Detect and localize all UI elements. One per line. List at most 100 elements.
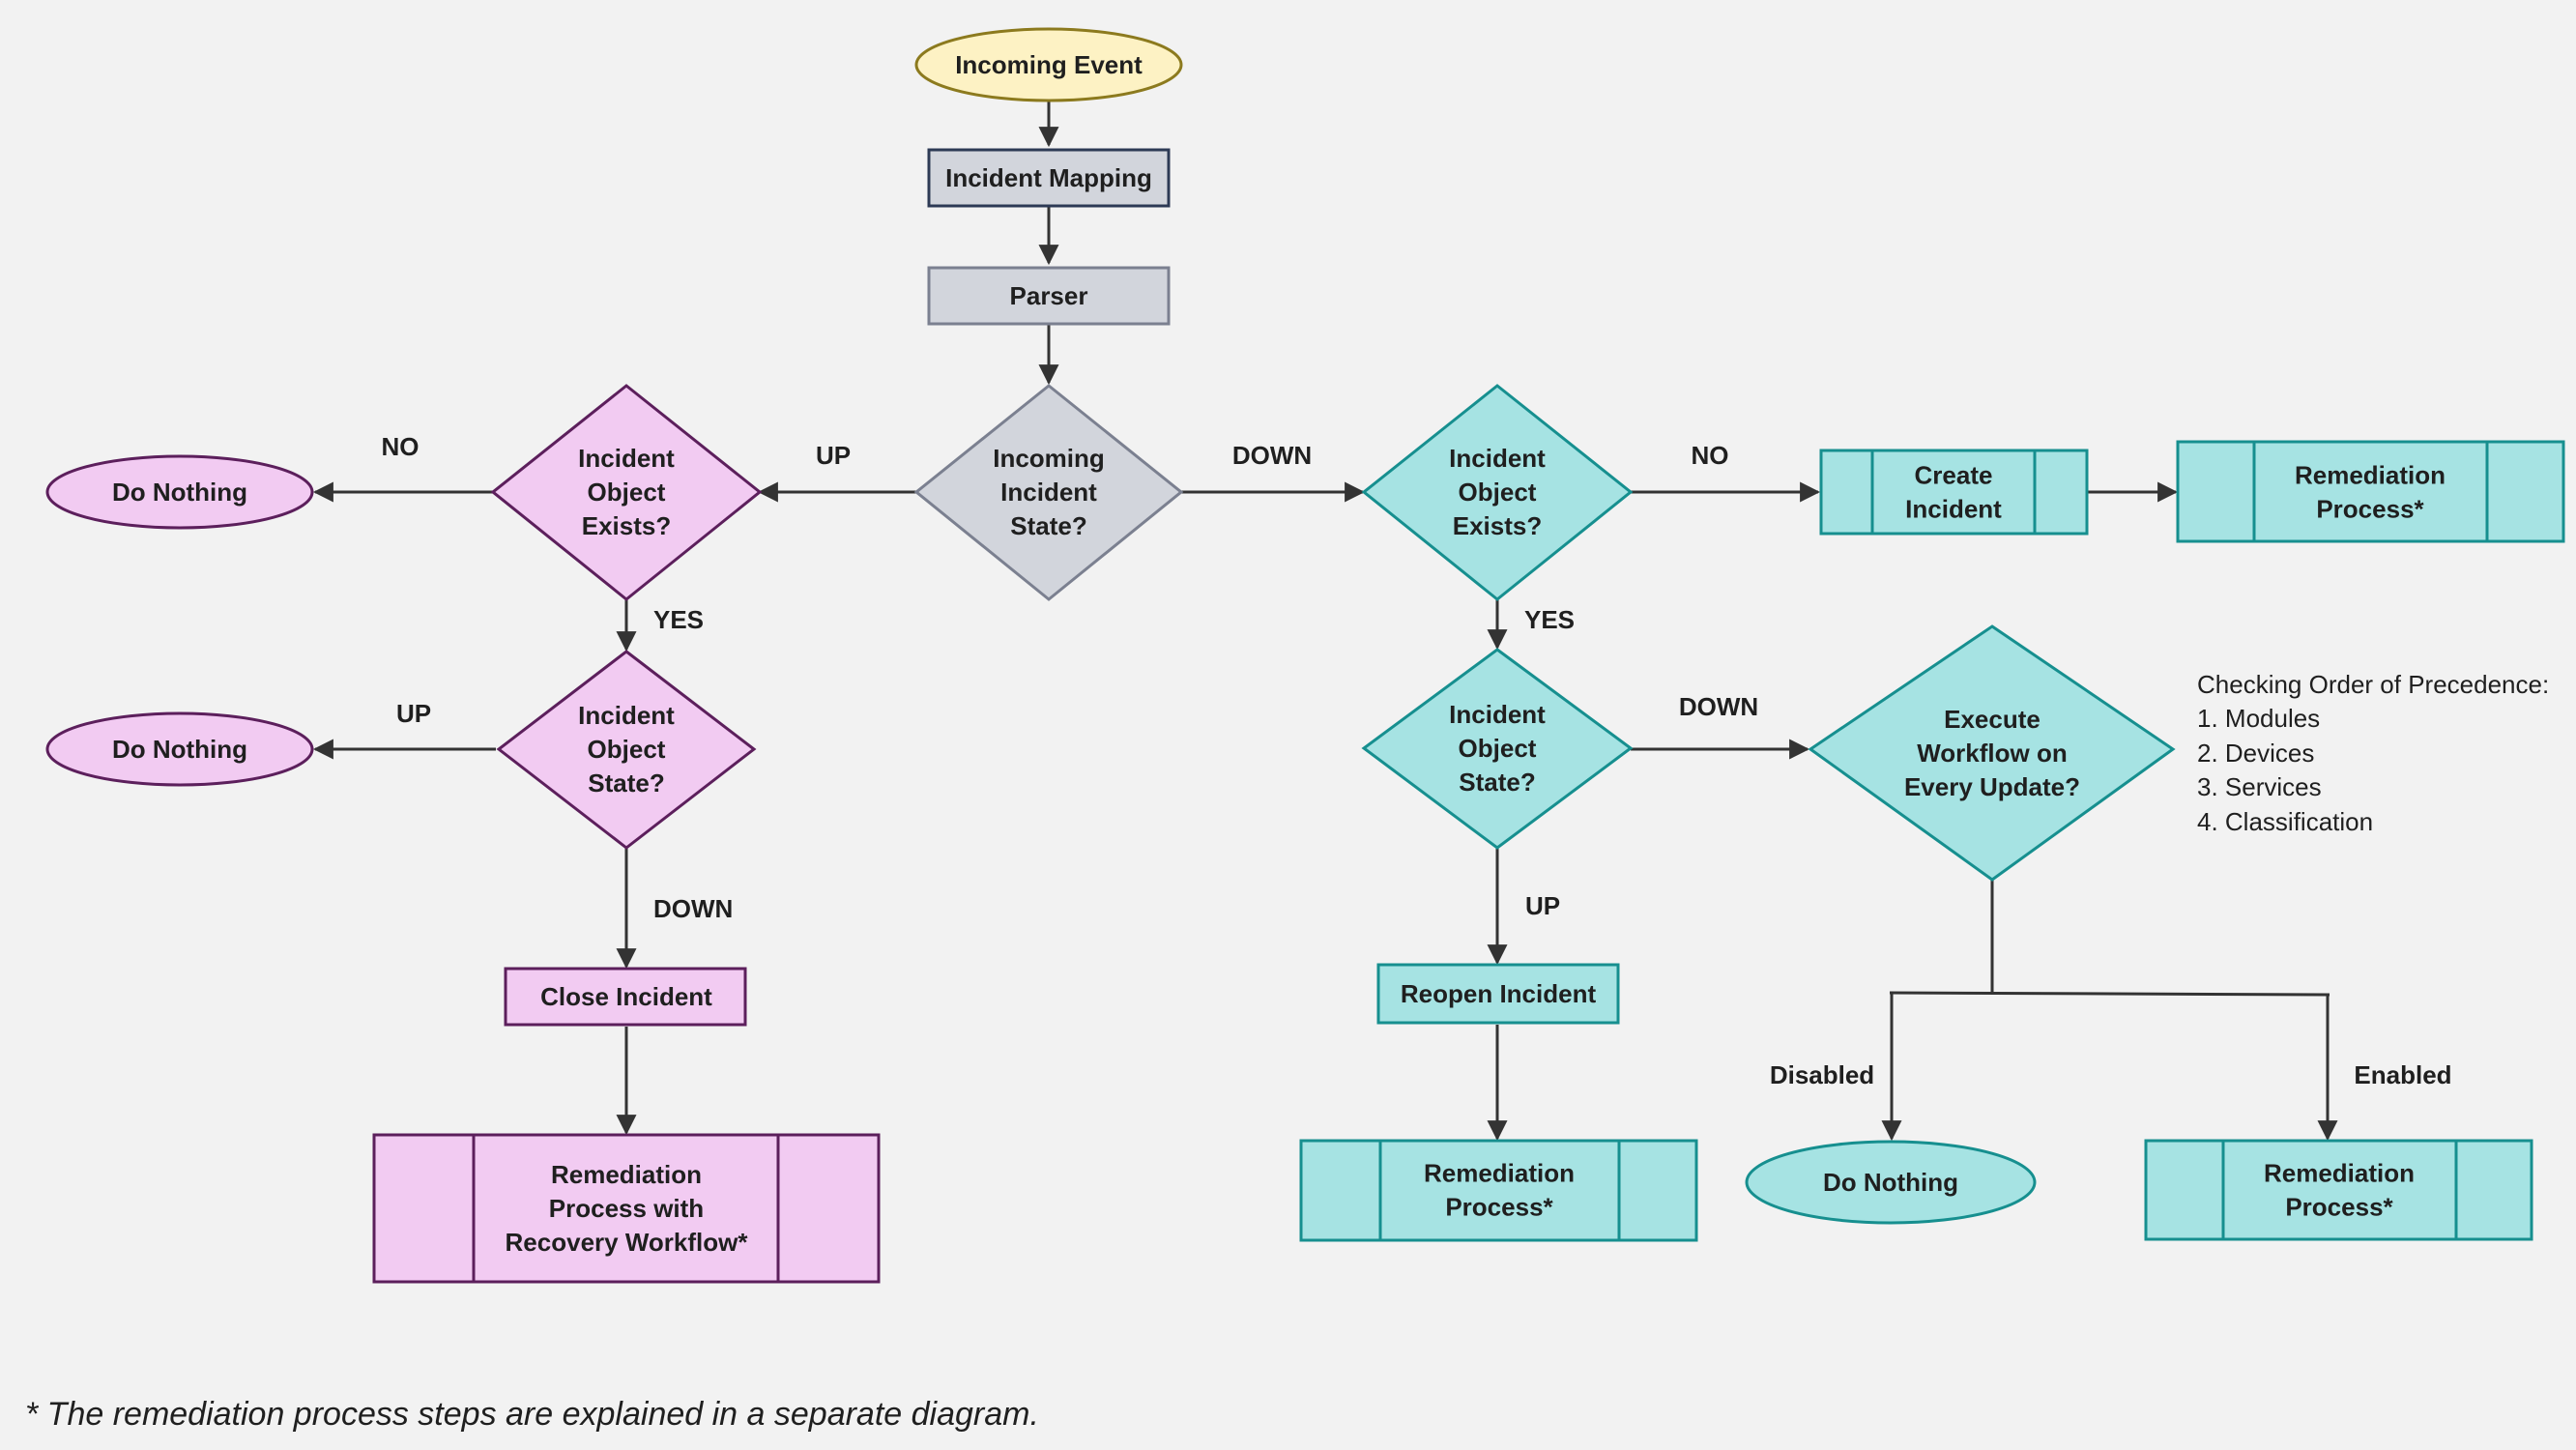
node-label-line: Process with [549, 1194, 704, 1223]
right-remediation-top-shape [2176, 440, 2565, 543]
edge-label-yes: YES [1524, 605, 1575, 634]
right-do-nothing-shape [1745, 1140, 2037, 1225]
node-label-line: Incoming [993, 444, 1105, 473]
node-label-line: Execute [1944, 705, 2041, 734]
left-do-nothing-1-shape [45, 454, 314, 530]
incoming-event-label: Incoming Event [955, 50, 1143, 79]
create-incident-shape [1819, 449, 2089, 536]
node-label-line: Remediation [1424, 1159, 1575, 1188]
precedence-note-item: 2. Devices [2197, 739, 2314, 768]
node-label-line: Do Nothing [1823, 1168, 1958, 1197]
node-right-do-nothing[interactable]: Do Nothing [1745, 1140, 2037, 1225]
node-label-line: Incident [578, 701, 675, 730]
right-object-exists-shape [1361, 384, 1634, 601]
node-label-line: State? [1459, 768, 1535, 797]
edge-label-disabled: Disabled [1770, 1060, 1874, 1089]
edge-label-no: NO [382, 432, 420, 461]
node-label-line: Workflow on [1917, 739, 2068, 768]
node-label-line: Incident [1449, 444, 1546, 473]
right-do-nothing-label: Do Nothing [1823, 1168, 1958, 1197]
node-label-line: Object [1459, 478, 1537, 507]
node-label-line: Remediation [2295, 461, 2446, 490]
left-do-nothing-2-label: Do Nothing [112, 735, 247, 764]
node-label-line: Process* [2316, 495, 2424, 524]
edge-label-down: DOWN [1232, 441, 1312, 470]
node-label-line: Every Update? [1904, 772, 2080, 801]
node-label-line: Do Nothing [112, 735, 247, 764]
node-left-do-nothing-1[interactable]: Do Nothing [45, 454, 314, 530]
edge-label-yes: YES [653, 605, 704, 634]
edge-labels: UP DOWN NO YES UP DOWN NO YES DOWN UP Di… [382, 432, 2452, 1089]
node-label-line: Incident [578, 444, 675, 473]
precedence-note-item: 4. Classification [2197, 807, 2373, 836]
incoming-incident-state-shape [913, 384, 1184, 601]
node-label-line: Close Incident [540, 982, 712, 1011]
node-parser[interactable]: Parser [927, 266, 1171, 326]
reopen-incident-shape [1376, 963, 1620, 1025]
node-label-line: Incident [1905, 495, 2002, 524]
node-label-line: Reopen Incident [1401, 979, 1597, 1008]
execute-workflow-shape [1808, 624, 2176, 882]
node-close-incident[interactable]: Close Incident [504, 967, 747, 1027]
node-left-do-nothing-2[interactable]: Do Nothing [45, 711, 314, 787]
node-label-line: Object [588, 478, 666, 507]
node-label-line: Object [588, 735, 666, 764]
edge-label-up: UP [816, 441, 851, 470]
right-object-state-shape [1361, 648, 1634, 850]
close-incident-shape [504, 967, 747, 1027]
node-reopen-incident[interactable]: Reopen Incident [1376, 963, 1620, 1025]
node-label-line: Incident [1449, 700, 1546, 729]
edge-label-enabled: Enabled [2354, 1060, 2451, 1089]
node-label-line: Remediation [551, 1160, 702, 1189]
node-incident-mapping[interactable]: Incident Mapping [927, 148, 1171, 208]
left-object-exists-shape [490, 384, 763, 601]
node-label-line: State? [588, 768, 664, 798]
node-label-line: Exists? [582, 511, 672, 540]
parser-shape [927, 266, 1171, 326]
incident-mapping-shape [927, 148, 1171, 208]
edge-branch-bar [1889, 991, 2330, 997]
edge-label-down: DOWN [1679, 692, 1758, 721]
right-remediation-mid-shape [1299, 1139, 1698, 1242]
node-label-line: State? [1010, 511, 1086, 540]
node-label-line: Recovery Workflow* [506, 1228, 749, 1257]
node-label-line: Remediation [2264, 1159, 2415, 1188]
node-label-line: Exists? [1453, 511, 1543, 540]
left-remediation-shape [372, 1133, 881, 1284]
node-label-line: Create [1915, 461, 1993, 490]
node-label-line: Incident [1000, 478, 1097, 507]
node-label-line: Do Nothing [112, 478, 247, 507]
parser-label: Parser [1010, 281, 1088, 310]
precedence-note: Checking Order of Precedence: 1. Modules… [2197, 670, 2549, 836]
precedence-note-item: 1. Modules [2197, 704, 2320, 733]
incident-mapping-label: Incident Mapping [945, 163, 1152, 192]
precedence-note-item: 3. Services [2197, 772, 2322, 801]
left-do-nothing-2-shape [45, 711, 314, 787]
incoming-event-shape [914, 27, 1183, 102]
right-remediation-bottom-shape [2144, 1139, 2533, 1241]
edge-label-up: UP [1525, 891, 1560, 920]
node-label-line: Incident Mapping [945, 163, 1152, 192]
footnote: * The remediation process steps are expl… [25, 1396, 1039, 1433]
node-incoming-event[interactable]: Incoming Event [914, 27, 1183, 102]
edge-label-no: NO [1692, 441, 1729, 470]
edge-label-up: UP [396, 699, 431, 728]
left-object-state-shape [496, 650, 757, 850]
